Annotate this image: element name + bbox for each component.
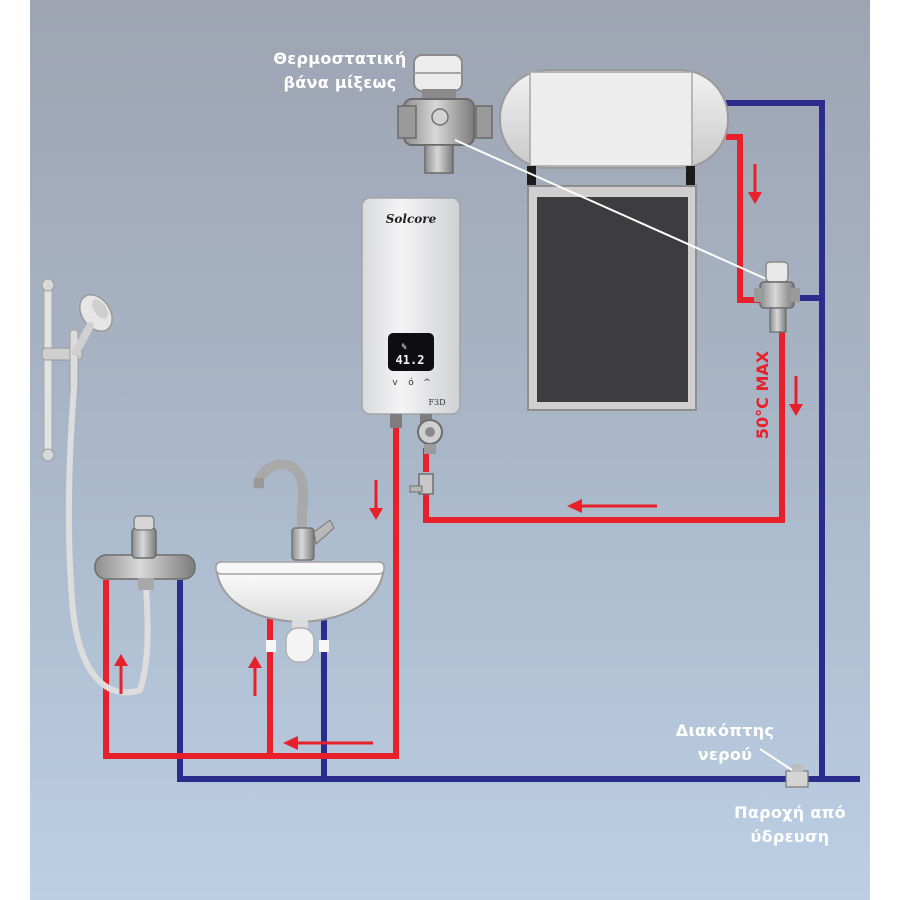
heater-inlet-valve-icon	[417, 419, 443, 454]
heater-button-up[interactable]: ^	[423, 378, 431, 388]
main-supply-valve-icon	[785, 764, 809, 788]
shower-rail-icon	[41, 278, 83, 462]
heater-brand: Solcore	[386, 212, 437, 226]
heater-model: F3D	[428, 398, 445, 407]
sink-icon	[214, 561, 386, 663]
solar-tank-icon	[499, 69, 729, 190]
faucet-icon	[253, 459, 335, 561]
thermostatic-valve-label: Θερμοστατική βάνα μίξεως	[273, 49, 407, 92]
heater-display-value: 41.2	[396, 353, 425, 367]
shower-hose-icon	[65, 387, 151, 696]
switch-pointer-line	[759, 748, 793, 771]
hot-water-pipes	[103, 134, 785, 759]
shut-off-valve-icon	[409, 473, 434, 495]
water-heater-icon: Solcore % 41.2 v ó ^ F3D	[361, 197, 461, 428]
heater-button-power[interactable]: ó	[408, 377, 414, 388]
heater-display-top: %	[402, 342, 407, 351]
water-switch-label: Διακόπτης νερού	[675, 721, 775, 764]
small-thermostatic-valve-icon	[754, 261, 800, 333]
heater-button-down[interactable]: v	[392, 378, 398, 388]
heater-display	[388, 333, 434, 371]
thermostatic-valve-icon	[397, 54, 493, 174]
valve-pointer-line	[454, 139, 774, 283]
solar-panel-icon	[527, 185, 697, 411]
water-supply-label: Παροχή από ύδρευση	[734, 803, 846, 846]
shower-head-icon	[72, 294, 113, 356]
shower-mixer-icon	[94, 515, 196, 590]
